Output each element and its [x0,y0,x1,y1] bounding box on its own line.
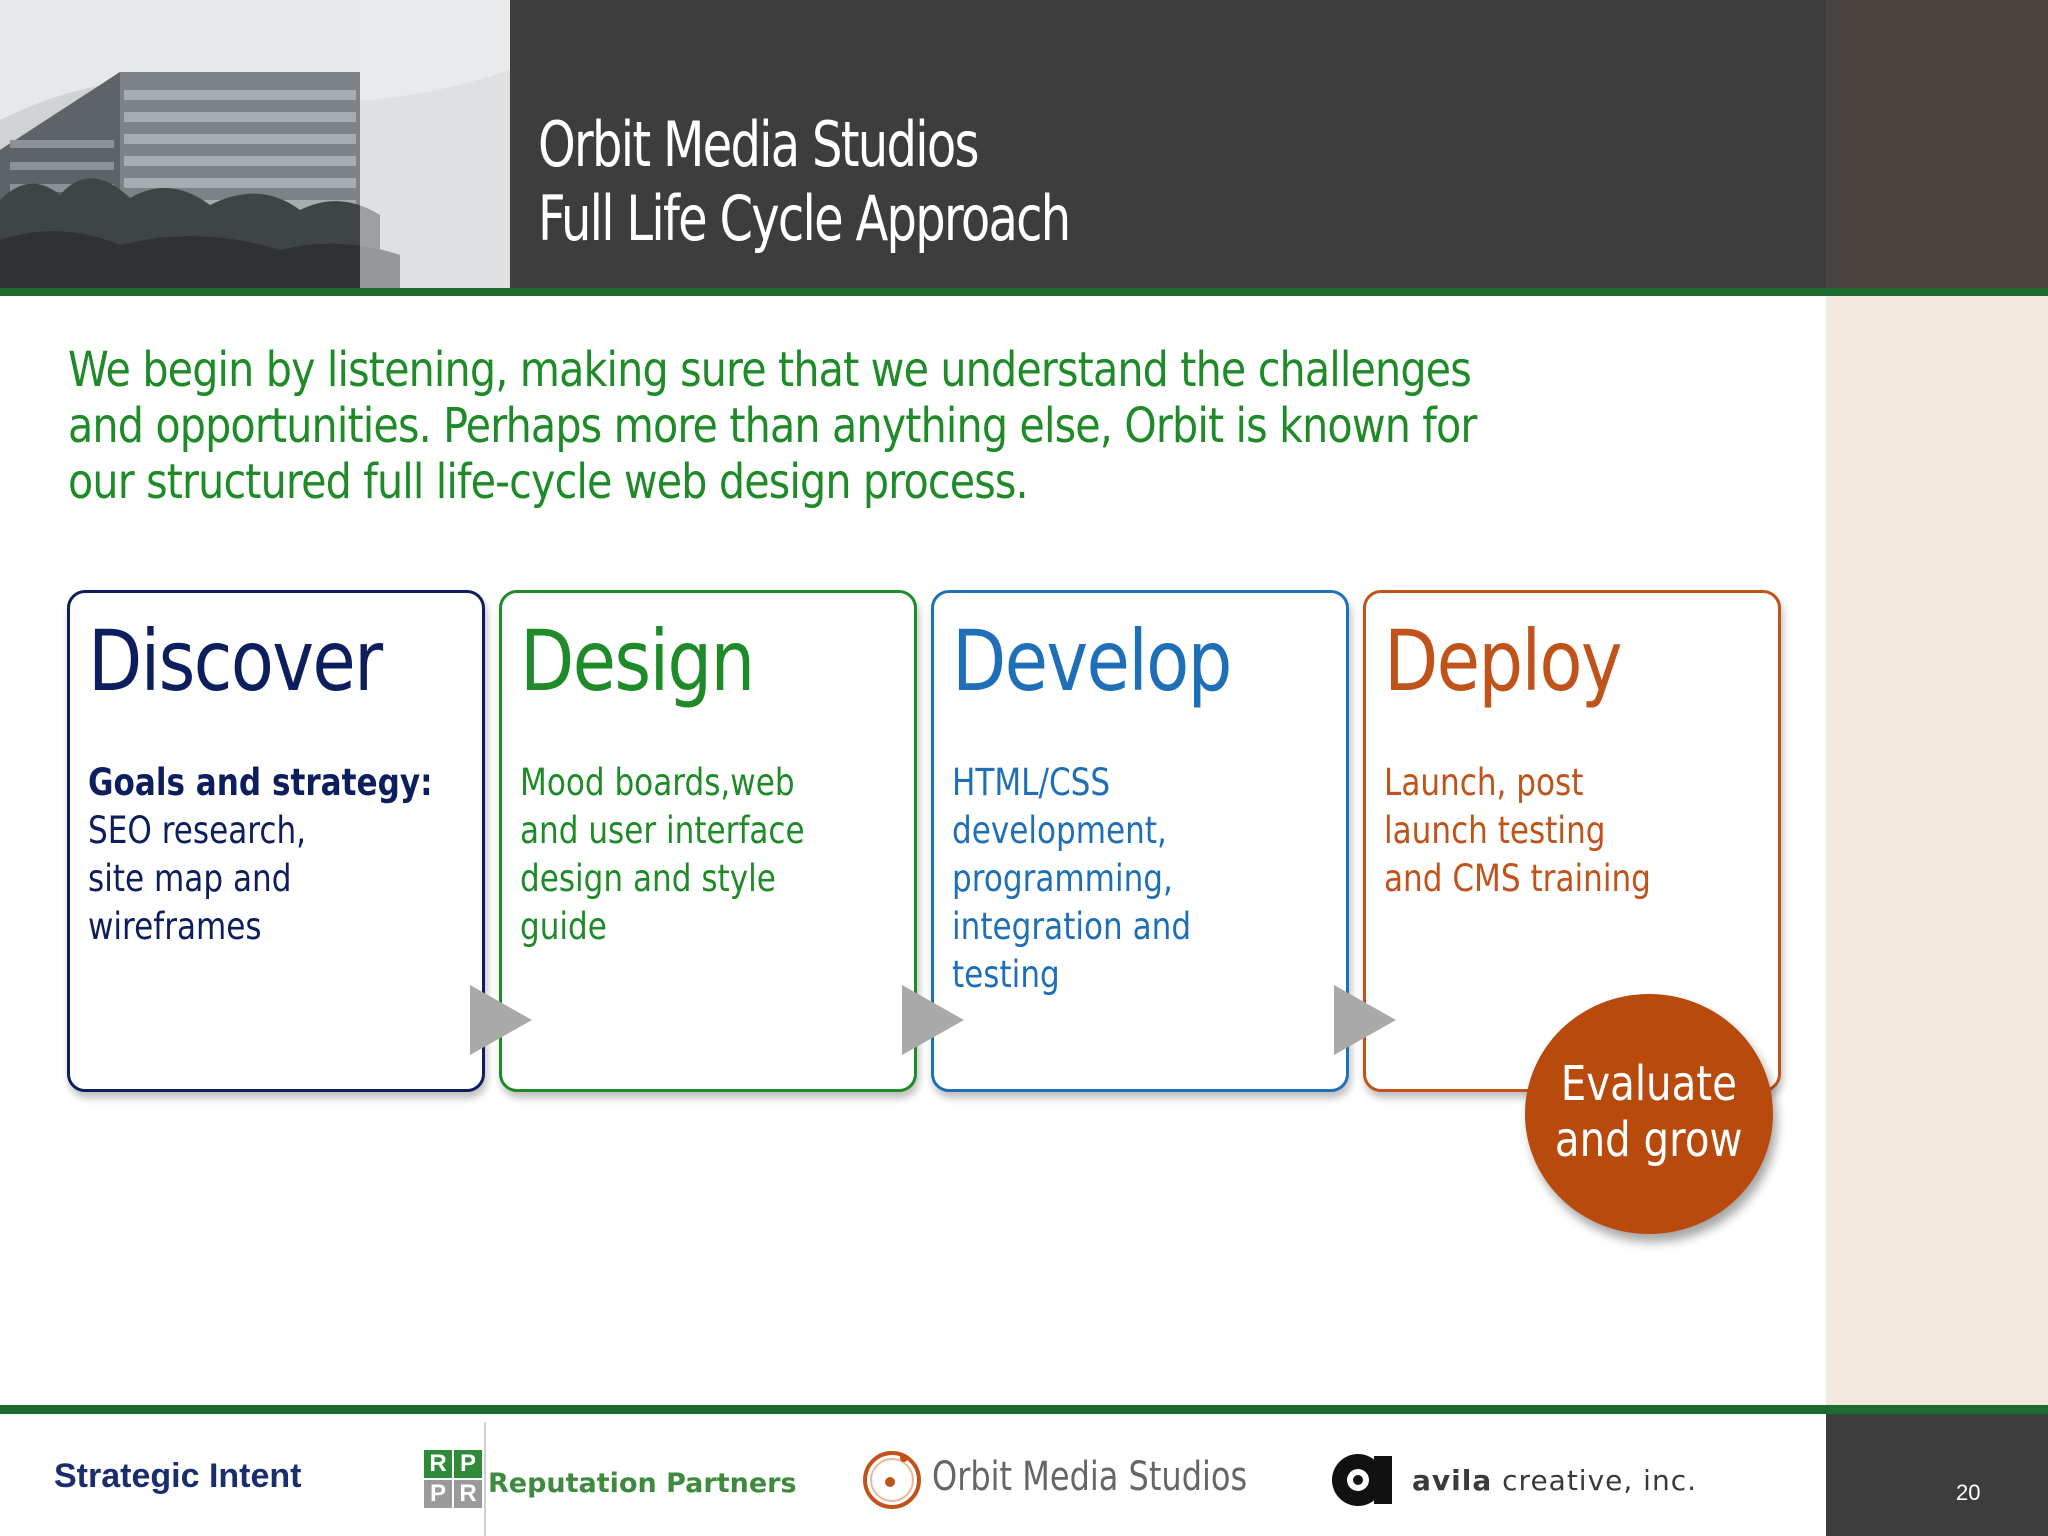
rp-divider [484,1422,486,1536]
avila-name-bold: avila [1412,1464,1493,1497]
title-line-2: Full Life Cycle Approach [538,182,1071,255]
evaluate-line-1: Evaluate [1560,1056,1738,1112]
header-divider [0,288,2048,296]
play-arrow-icon [902,985,964,1055]
stage-title: Design [520,612,755,710]
intro-paragraph: We begin by listening, making sure that … [68,342,1477,510]
orbit-circle-icon [863,1451,921,1509]
stage-description: Mood boards,web and user interface desig… [520,761,805,948]
evaluate-label: Evaluate and grow [1525,1056,1773,1168]
stage-description: Launch, post launch testing and CMS trai… [1384,761,1651,900]
stage-description-bold: Goals and strategy: [88,761,433,804]
stage-card-discover: Discover Goals and strategy: SEO researc… [67,590,485,1092]
strategic-intent-logo: Strategic Intent [54,1457,302,1495]
stage-description: Goals and strategy: SEO research, site m… [88,759,458,951]
header-building-photo [0,0,510,290]
avila-name-rest: creative, inc. [1492,1464,1698,1497]
header-corner-block [1826,0,2048,290]
rp-cell: P [454,1450,482,1478]
title-line-1: Orbit Media Studios [538,108,979,181]
header-photo-overlay [360,0,510,290]
stage-description: HTML/CSS development, programming, integ… [952,761,1192,996]
header-bar: Orbit Media Studios Full Life Cycle Appr… [0,0,2048,290]
page-number: 20 [1956,1480,1981,1505]
stage-description-text: SEO research, site map and wireframes [88,809,307,948]
rp-cell: R [424,1450,452,1478]
stage-title: Discover [88,612,383,710]
play-arrow-icon [470,985,532,1055]
footer-divider [0,1405,2048,1414]
footer-bar [0,1414,2048,1536]
rp-mark-icon: R P P R [424,1450,482,1508]
footer-corner-block [1826,1414,2048,1536]
orbit-media-studios-name: Orbit Media Studios [932,1454,1248,1500]
evaluate-line-2: and grow [1555,1112,1743,1168]
rp-cell: P [424,1480,452,1508]
stage-title: Deploy [1384,612,1623,710]
avila-a-icon [1332,1454,1392,1506]
play-arrow-icon [1334,985,1396,1055]
reputation-partners-name: Reputation Partners [488,1468,797,1499]
evaluate-and-grow-badge: Evaluate and grow [1525,994,1773,1234]
stage-card-develop: Develop HTML/CSS development, programmin… [931,590,1349,1092]
avila-creative-name: avila creative, inc. [1412,1464,1697,1497]
right-sidebar [1826,296,2048,1408]
rp-cell: R [454,1480,482,1508]
stage-card-design: Design Mood boards,web and user interfac… [499,590,917,1092]
stage-title: Develop [952,612,1232,710]
page-title: Orbit Media Studios Full Life Cycle Appr… [538,108,1071,256]
